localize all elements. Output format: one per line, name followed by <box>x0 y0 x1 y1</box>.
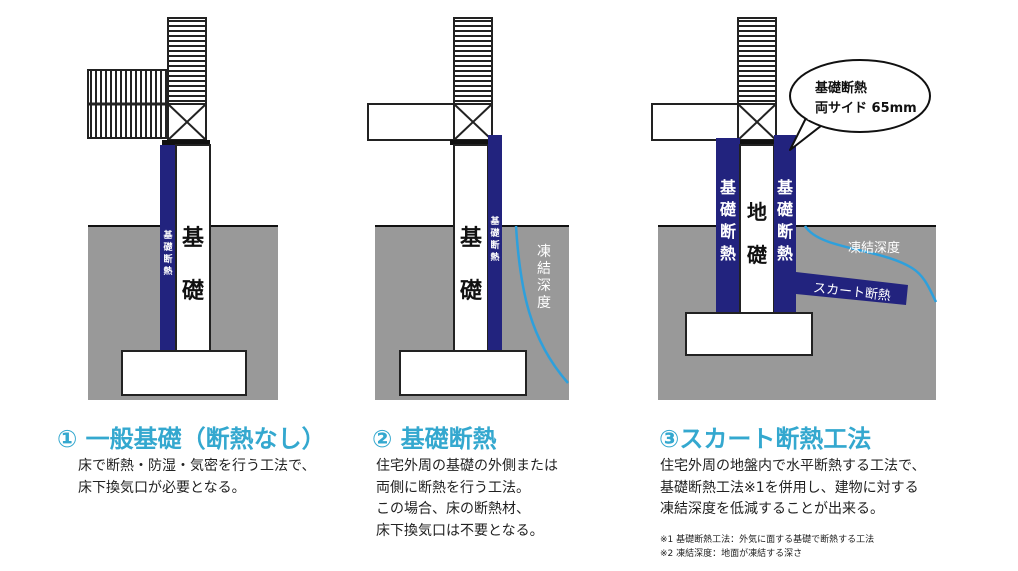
foundation-footing <box>685 312 813 356</box>
desc-line: 基礎断熱工法※1を併用し、建物に対する <box>660 479 919 496</box>
right-ins-char-2: 礎 <box>776 200 794 219</box>
frost-char-4: 度 <box>537 295 551 311</box>
foundation-char-1: 基 <box>460 226 483 251</box>
panel-2-title: ② 基礎断熱 <box>372 425 497 453</box>
desc-line: 凍結深度を低減することが出来る。 <box>660 501 884 518</box>
insulation-strip <box>160 145 176 351</box>
insulation-char-2: 礎 <box>489 227 500 239</box>
foundation-char-2: 礎 <box>747 243 768 267</box>
right-ins-char-4: 熱 <box>777 244 793 263</box>
floor-beam <box>367 103 455 141</box>
floor-beam <box>651 103 739 141</box>
insulation-char-2: 礎 <box>162 241 173 253</box>
panel-1-description: 床で断熱・防湿・気密を行う工法で、 床下換気口が必要となる。 <box>78 456 315 499</box>
foundation-footing <box>121 350 247 396</box>
right-ins-char-1: 基 <box>776 178 794 197</box>
panel-3-diagram: 地 礎 基 礎 断 熱 基 礎 断 熱 スカート断熱 凍結深度 基礎断熱 両サイ… <box>651 17 938 400</box>
foundation-char-2: 礎 <box>460 278 483 304</box>
desc-line: 床下換気口は不要となる。 <box>376 523 544 540</box>
foundation-char-2: 礎 <box>182 278 205 304</box>
foundation-char-1: 地 <box>747 200 767 224</box>
left-insulation <box>716 138 740 313</box>
frost-char-2: 結 <box>537 261 551 277</box>
callout-bubble <box>789 59 931 133</box>
panel-1-diagram: 基 礎 基 礎 断 熱 <box>87 17 278 400</box>
foundation-stem <box>739 144 775 314</box>
frost-depth-line <box>514 225 569 384</box>
desc-line: 両側に断熱を行う工法。 <box>376 479 530 496</box>
desc-line: 住宅外周の地盤内で水平断熱する工法で、 <box>660 458 926 474</box>
wall-siding <box>737 17 777 105</box>
panel-3-title: ③スカート断熱工法 <box>659 425 872 453</box>
desc-line: 床で断熱・防湿・気密を行う工法で、 <box>78 458 316 474</box>
callout-line-2: 両サイド 65mm <box>815 101 917 116</box>
foundation-char-1: 基 <box>182 226 205 251</box>
desc-line: 床下換気口が必要となる。 <box>78 479 246 496</box>
left-ins-char-4: 熱 <box>720 244 736 263</box>
frost-depth-label: 凍結深度 <box>848 240 900 256</box>
callout-pointer <box>789 117 827 151</box>
insulation-strip <box>488 135 502 351</box>
panel-2-diagram: 基 礎 基 礎 断 熱 凍 結 深 度 <box>367 17 569 400</box>
frost-depth-line <box>803 225 938 303</box>
wall-siding <box>167 17 207 105</box>
panel-3-notes: ※1 基礎断熱工法：外気に面する基礎で断熱する工法 ※2 凍結深度：地面が凍結す… <box>660 534 874 561</box>
frost-char-3: 深 <box>537 278 551 294</box>
desc-line: 住宅外周の基礎の外側または <box>376 458 558 474</box>
panel-2-description: 住宅外周の基礎の外側または 両側に断熱を行う工法。 この場合、床の断熱材、 床下… <box>376 456 558 543</box>
insulation-char-4: 熱 <box>163 265 172 277</box>
frost-char-1: 凍 <box>537 244 551 260</box>
left-ins-char-1: 基 <box>719 178 737 197</box>
left-ins-char-3: 断 <box>720 222 736 241</box>
insulation-char-3: 断 <box>163 253 172 265</box>
insulation-char-1: 基 <box>162 229 173 241</box>
skirt-insulation <box>796 272 908 305</box>
wall-siding <box>453 17 493 105</box>
callout-line-1: 基礎断熱 <box>814 80 867 96</box>
footnote: ※1 基礎断熱工法：外気に面する基礎で断熱する工法 <box>660 535 875 545</box>
right-ins-char-3: 断 <box>777 222 793 241</box>
desc-line: この場合、床の断熱材、 <box>376 501 530 518</box>
footnote: ※2 凍結深度：地面が凍結する深さ <box>660 548 803 559</box>
left-ins-char-2: 礎 <box>719 200 737 219</box>
foundation-footing <box>399 350 527 396</box>
insulation-char-3: 断 <box>490 239 499 251</box>
panel-3-description: 住宅外周の地盤内で水平断熱する工法で、 基礎断熱工法※1を併用し、建物に対する … <box>660 456 925 521</box>
right-insulation <box>774 135 796 313</box>
panel-1-title: ① 一般基礎（断熱なし） <box>57 425 326 453</box>
insulation-char-4: 熱 <box>490 251 499 263</box>
insulation-char-1: 基 <box>489 215 500 227</box>
